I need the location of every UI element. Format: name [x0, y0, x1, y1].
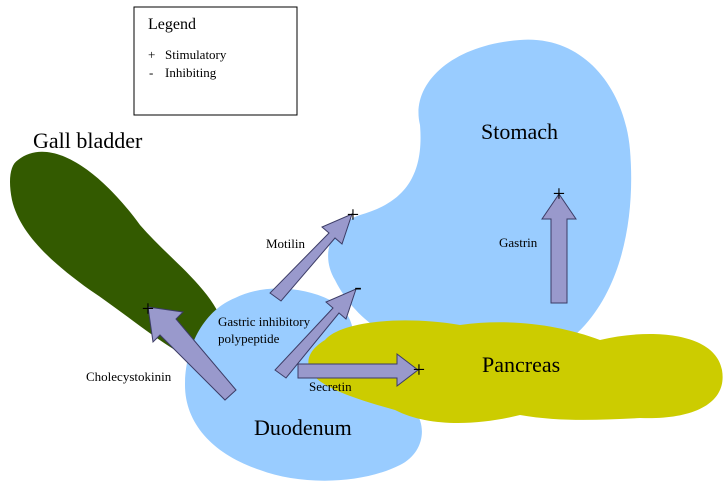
- gip-label-line2: polypeptide: [218, 331, 280, 346]
- stomach-label: Stomach: [481, 119, 558, 144]
- secretin-effect-mark: +: [413, 357, 425, 382]
- gall-bladder-shape: [10, 152, 226, 363]
- duodenum-label: Duodenum: [254, 415, 352, 440]
- legend-stimulatory-label: Stimulatory: [165, 47, 227, 62]
- legend-stimulatory-symbol: +: [148, 47, 155, 62]
- secretin-label: Secretin: [309, 379, 352, 394]
- motilin-label: Motilin: [266, 236, 306, 251]
- stomach: [328, 40, 631, 366]
- legend-inhibiting-label: Inhibiting: [165, 65, 217, 80]
- legend: Legend + Stimulatory - Inhibiting: [134, 7, 297, 115]
- gastrin-effect-mark: +: [553, 181, 565, 206]
- pancreas-label: Pancreas: [482, 352, 560, 377]
- stomach-shape: [328, 40, 631, 366]
- gastrin-label: Gastrin: [499, 235, 538, 250]
- motilin-effect-mark: +: [347, 202, 359, 227]
- gall-bladder: [10, 152, 226, 363]
- legend-inhibiting-symbol: -: [149, 65, 153, 80]
- gip-label-line1: Gastric inhibitory: [218, 314, 311, 329]
- cholecystokinin-label: Cholecystokinin: [86, 369, 172, 384]
- gip-effect-mark: -: [354, 274, 361, 299]
- cholecystokinin-effect-mark: +: [142, 296, 154, 321]
- legend-title: Legend: [148, 16, 196, 33]
- gall-bladder-label: Gall bladder: [33, 128, 143, 153]
